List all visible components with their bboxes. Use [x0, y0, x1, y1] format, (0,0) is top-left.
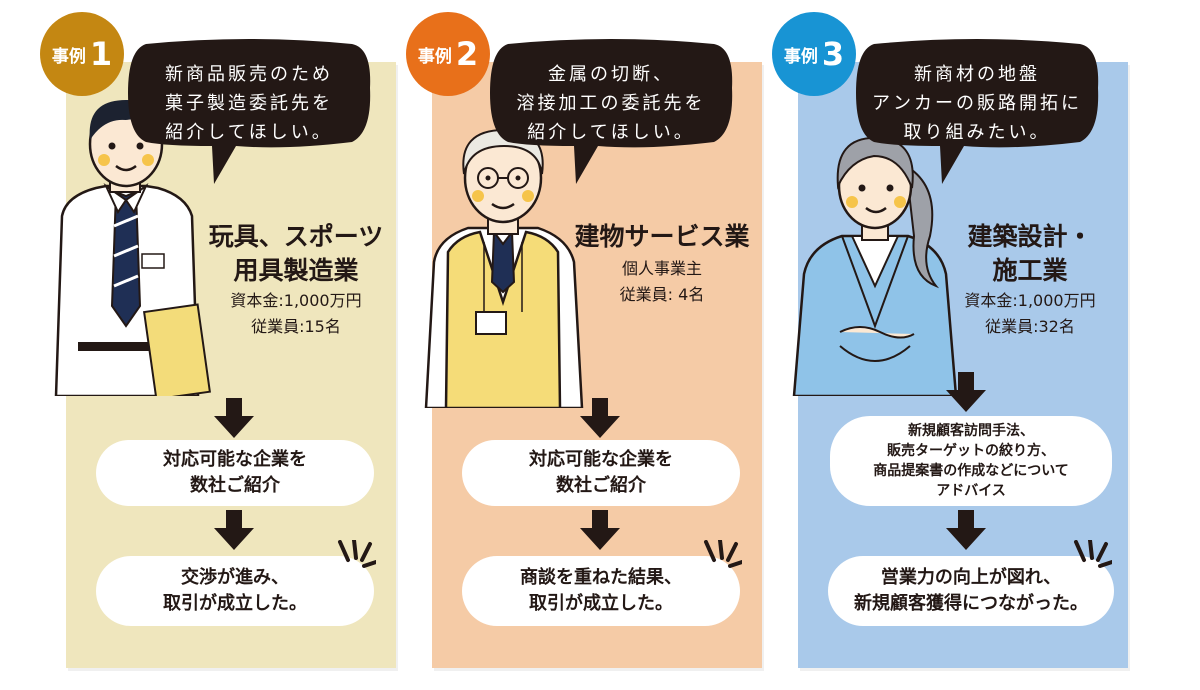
case-1-result-line: 交渉が進み、	[181, 567, 289, 588]
case-2-badge: 事例 2	[406, 12, 490, 96]
case-3-result-box: 営業力の向上が図れ、 新規顧客獲得につながった。	[828, 556, 1114, 626]
case-1-industry-line: 用具製造業	[233, 256, 359, 285]
case-3-badge-number: 3	[821, 35, 845, 73]
case-1-bubble-line: 新商品販売のため	[165, 64, 333, 85]
down-arrow-icon	[214, 510, 254, 550]
case-3-bubble-line: 取り組みたい。	[903, 122, 1051, 143]
emphasis-burst-icon	[338, 540, 376, 568]
case-1-bubble-line: 菓子製造委託先を	[165, 93, 333, 114]
case-2-info: 個人事業主 従業員: 4名	[562, 256, 762, 308]
case-1-step1-box: 対応可能な企業を 数社ご紹介	[96, 440, 374, 506]
case-2-speech-bubble: 金属の切断、 溶接加工の委託先を 紹介してほしい。	[488, 38, 734, 184]
case-2-badge-number: 2	[455, 35, 479, 73]
case-3-badge: 事例 3	[772, 12, 856, 96]
case-2-industry-line: 建物サービス業	[574, 222, 750, 251]
case-2-step1-box: 対応可能な企業を 数社ご紹介	[462, 440, 740, 506]
case-3-employees: 従業員:32名	[985, 317, 1075, 336]
case-2-bubble-line: 金属の切断、	[548, 64, 674, 85]
case-2-result-line: 取引が成立した。	[529, 593, 673, 614]
businesswoman-illustration-icon	[792, 136, 958, 396]
case-2-result-line: 商談を重ねた結果、	[520, 567, 682, 588]
case-1-badge-label: 事例	[51, 46, 86, 67]
case-2-business-type: 個人事業主	[621, 259, 702, 278]
down-arrow-icon	[946, 510, 986, 550]
case-1-industry-line: 玩具、スポーツ	[208, 222, 384, 251]
case-1-step1-line: 対応可能な企業を	[163, 449, 307, 470]
case-3-result-line: 営業力の向上が図れ、	[880, 567, 1062, 588]
case-3-info: 資本金:1,000万円 従業員:32名	[930, 288, 1130, 340]
case-1-result-box: 交渉が進み、 取引が成立した。	[96, 556, 374, 626]
down-arrow-icon	[946, 372, 986, 412]
speech-bubble-icon	[856, 39, 1099, 184]
case-3-industry-line: 建築設計・	[967, 222, 1093, 251]
speech-bubble-icon	[490, 39, 733, 184]
case-1-speech-bubble: 新商品販売のため 菓子製造委託先を 紹介してほしい。	[126, 38, 372, 184]
case-3-badge-label: 事例	[783, 46, 818, 67]
case-1-badge: 事例 1	[40, 12, 124, 96]
case-3-step1-line: 新規顧客訪問手法、	[908, 423, 1034, 439]
case-1-bubble-line: 紹介してほしい。	[165, 122, 333, 143]
speech-bubble-icon	[128, 39, 371, 184]
case-3-step1-line: アドバイス	[936, 483, 1006, 499]
case-2-employees: 従業員: 4名	[619, 285, 705, 304]
case-3-bubble-line: 新商材の地盤	[914, 64, 1040, 85]
case-3-industry: 建築設計・ 施工業	[930, 220, 1130, 288]
case-2-badge-label: 事例	[417, 46, 452, 67]
case-3-capital: 資本金:1,000万円	[964, 291, 1096, 310]
case-1-step1-line: 数社ご紹介	[190, 475, 280, 496]
case-2-step1-line: 数社ご紹介	[556, 475, 646, 496]
case-2-bubble-line: 溶接加工の委託先を	[516, 93, 706, 114]
down-arrow-icon	[214, 398, 254, 438]
emphasis-burst-icon	[1074, 540, 1112, 568]
case-1-employees: 従業員:15名	[251, 317, 341, 336]
case-2-step1-line: 対応可能な企業を	[529, 449, 673, 470]
down-arrow-icon	[580, 398, 620, 438]
case-3-speech-bubble: 新商材の地盤 アンカーの販路開拓に 取り組みたい。	[854, 38, 1100, 184]
case-1-result-line: 取引が成立した。	[163, 593, 307, 614]
case-3-bubble-line: アンカーの販路開拓に	[872, 93, 1082, 114]
case-3-result-line: 新規顧客獲得につながった。	[854, 593, 1088, 614]
case-3-step1-line: 商品提案書の作成などについて	[873, 463, 1069, 479]
case-1-industry: 玩具、スポーツ 用具製造業	[196, 220, 396, 288]
case-2-bubble-line: 紹介してほしい。	[527, 122, 695, 143]
case-3-step1-box: 新規顧客訪問手法、 販売ターゲットの絞り方、 商品提案書の作成などについて アド…	[830, 416, 1112, 506]
case-2-result-box: 商談を重ねた結果、 取引が成立した。	[462, 556, 740, 626]
case-1-info: 資本金:1,000万円 従業員:15名	[196, 288, 396, 340]
case-1-capital: 資本金:1,000万円	[230, 291, 362, 310]
senior-worker-illustration-icon	[424, 128, 584, 408]
down-arrow-icon	[580, 510, 620, 550]
case-1-badge-number: 1	[89, 35, 113, 73]
case-3-step1-line: 販売ターゲットの絞り方、	[887, 443, 1055, 459]
case-2-industry: 建物サービス業	[562, 220, 762, 254]
case-3-industry-line: 施工業	[992, 256, 1068, 285]
emphasis-burst-icon	[704, 540, 742, 568]
